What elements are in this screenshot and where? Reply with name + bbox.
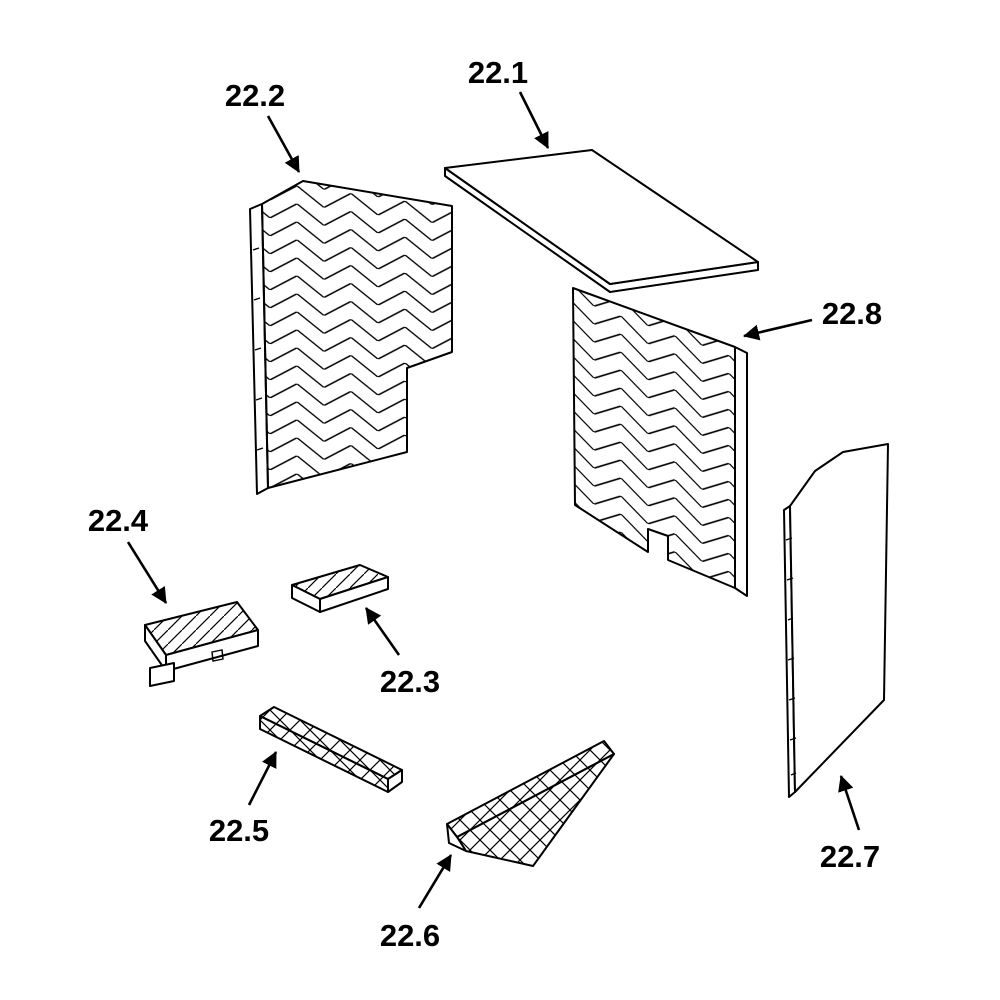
arrow-22-1 bbox=[518, 91, 550, 149]
callout-labels: 22.1 22.2 22.3 22.4 22.5 22.6 22.7 22.8 bbox=[88, 55, 882, 953]
arrow-22-8 bbox=[743, 318, 813, 341]
right-panel-face bbox=[789, 443, 889, 793]
part-left-herringbone-panel bbox=[249, 180, 453, 495]
part-label-22-2: 22.2 bbox=[225, 78, 285, 113]
part-right-side-panel bbox=[783, 443, 889, 798]
arrow-22-4 bbox=[126, 541, 168, 604]
part-left-corner-wedge bbox=[144, 601, 259, 687]
tri-wedge-end-cap bbox=[446, 823, 467, 852]
callout-arrows bbox=[126, 91, 861, 909]
part-label-22-6: 22.6 bbox=[380, 918, 440, 953]
part-label-22-3: 22.3 bbox=[380, 664, 440, 699]
part-label-22-7: 22.7 bbox=[820, 839, 880, 874]
left-panel-edge-ticks bbox=[252, 247, 264, 451]
part-label-22-4: 22.4 bbox=[88, 503, 149, 538]
rear-panel-edge-strip bbox=[734, 346, 748, 597]
part-label-22-8: 22.8 bbox=[822, 296, 882, 331]
left-panel-face bbox=[261, 180, 453, 489]
arrow-22-3 bbox=[364, 607, 401, 656]
left-wedge-notch bbox=[211, 649, 224, 662]
arrow-22-2 bbox=[266, 115, 301, 173]
part-top-panel bbox=[444, 149, 759, 293]
arrow-22-7 bbox=[838, 775, 861, 831]
part-label-22-5: 22.5 bbox=[209, 813, 269, 848]
part-right-triangular-wedge bbox=[446, 740, 615, 867]
small-brick-front-face bbox=[319, 576, 389, 613]
part-small-angled-brick bbox=[291, 564, 389, 613]
arrow-22-6 bbox=[417, 854, 453, 909]
right-panel-edge-ticks bbox=[785, 537, 797, 776]
top-panel-face bbox=[444, 149, 759, 285]
bar-top-face bbox=[259, 706, 403, 780]
arrow-22-5 bbox=[247, 751, 278, 806]
bar-end-face bbox=[387, 769, 403, 793]
left-wedge-foot bbox=[149, 662, 175, 687]
part-label-22-1: 22.1 bbox=[468, 55, 528, 90]
part-rear-herringbone-panel bbox=[572, 287, 748, 597]
part-long-bar-brick bbox=[259, 706, 403, 793]
rear-panel-face bbox=[572, 287, 736, 589]
